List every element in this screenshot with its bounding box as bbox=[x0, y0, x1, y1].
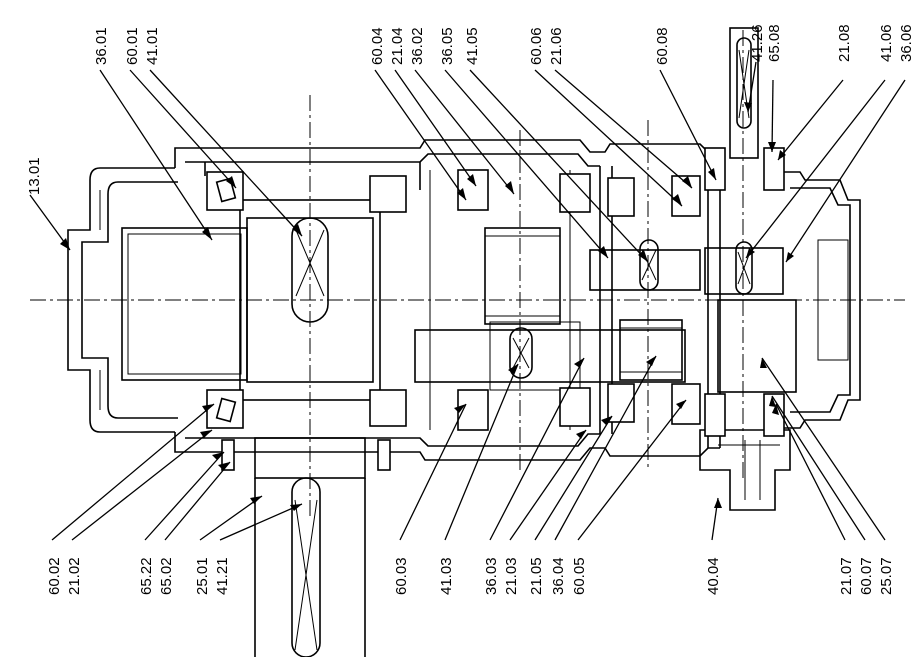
label-13-01: 13.01 bbox=[26, 157, 43, 195]
label-41-26: 41.26 bbox=[749, 24, 766, 62]
label-36-02: 36.02 bbox=[409, 27, 426, 65]
label-21-04: 21.04 bbox=[389, 27, 406, 65]
label-36-05: 36.05 bbox=[439, 27, 456, 65]
label-60-01: 60.01 bbox=[124, 27, 141, 65]
label-60-02: 60.02 bbox=[46, 557, 63, 595]
label-36-06: 36.06 bbox=[898, 24, 915, 62]
label-41-01: 41.01 bbox=[144, 27, 161, 65]
label-21-03: 21.03 bbox=[503, 557, 520, 595]
label-21-07: 21.07 bbox=[838, 557, 855, 595]
label-36-01: 36.01 bbox=[93, 27, 110, 65]
label-65-22: 65.22 bbox=[138, 557, 155, 595]
label-21-05: 21.05 bbox=[528, 557, 545, 595]
label-60-06: 60.06 bbox=[528, 27, 545, 65]
label-36-03: 36.03 bbox=[483, 557, 500, 595]
label-60-05: 60.05 bbox=[571, 557, 588, 595]
label-21-08: 21.08 bbox=[836, 24, 853, 62]
label-36-04: 36.04 bbox=[550, 557, 567, 595]
label-65-08: 65.08 bbox=[766, 24, 783, 62]
shafts-and-gears bbox=[121, 27, 797, 657]
callout-labels: 13.01 36.01 60.01 41.01 60.04 21.04 36.0… bbox=[26, 24, 915, 595]
label-21-06: 21.06 bbox=[548, 27, 565, 65]
label-41-06: 41.06 bbox=[878, 24, 895, 62]
label-25-01: 25.01 bbox=[194, 557, 211, 595]
callout-leaders bbox=[29, 61, 906, 541]
label-41-05: 41.05 bbox=[464, 27, 481, 65]
label-60-08: 60.08 bbox=[654, 27, 671, 65]
label-40-04: 40.04 bbox=[705, 557, 722, 595]
label-65-02: 65.02 bbox=[158, 557, 175, 595]
label-25-07: 25.07 bbox=[878, 557, 895, 595]
callout-arrowheads bbox=[60, 102, 794, 511]
label-21-02: 21.02 bbox=[66, 557, 83, 595]
label-60-07: 60.07 bbox=[858, 557, 875, 595]
label-60-04: 60.04 bbox=[369, 27, 386, 65]
label-41-03: 41.03 bbox=[438, 557, 455, 595]
bearings bbox=[206, 147, 785, 471]
label-60-03: 60.03 bbox=[393, 557, 410, 595]
label-41-21: 41.21 bbox=[214, 557, 231, 595]
